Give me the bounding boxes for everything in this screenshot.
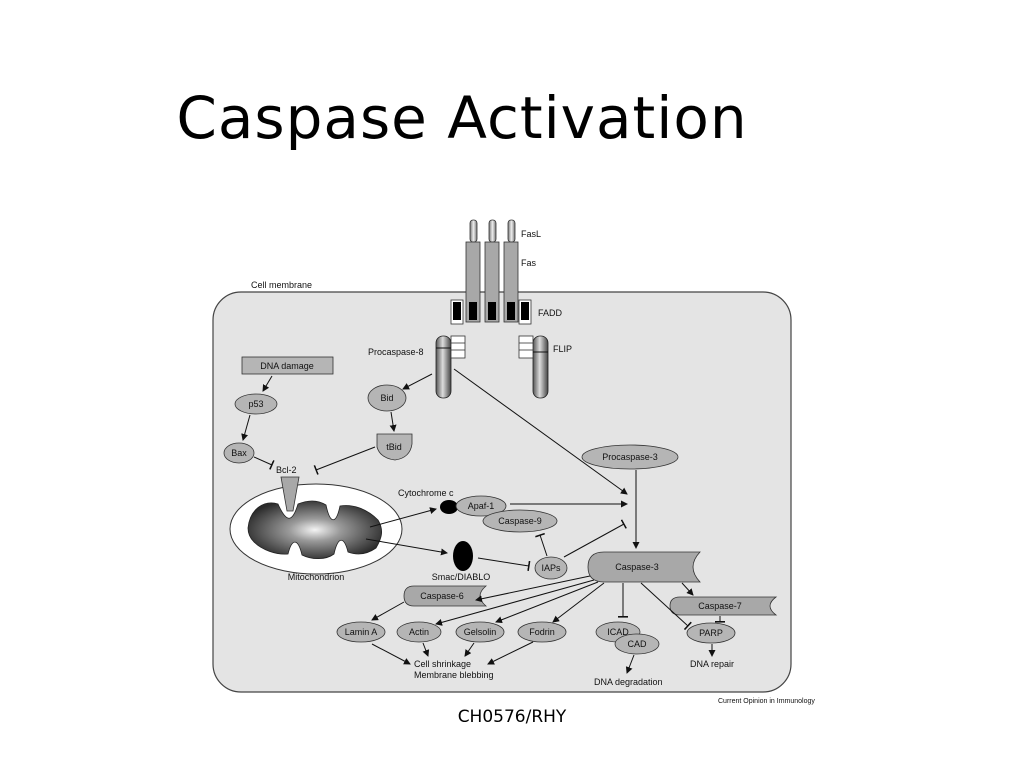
iaps-node [534,556,568,580]
icad-label: ICAD [607,627,629,637]
caspase6-node [403,585,488,607]
actin-node [396,621,442,643]
fodrin-label: Fodrin [529,627,555,637]
dna-repair-label: DNA repair [690,659,734,669]
edge-pc8-bid [402,373,433,390]
bid-label: Bid [380,393,393,403]
fodrin-node [517,621,567,643]
flip-cylinder [518,335,549,399]
actin-label: Actin [409,627,429,637]
edge-dnadamage-p53 [262,375,273,392]
mitochondrion-label: Mitochondrion [288,572,345,582]
edge-gelsolin-shrink [464,642,475,657]
tbid-label: tBid [386,442,402,452]
parp-label: PARP [699,628,723,638]
edge-lamina-shrink [371,643,411,665]
fadd-adaptors [450,299,532,325]
procaspase3-label: Procaspase-3 [602,452,658,462]
fas-receptors [465,241,519,323]
lamin-a-label: Lamin A [345,627,378,637]
cytochrome-c-node [440,500,458,514]
bcl2-label: Bcl-2 [276,465,297,475]
edge-mito-cytc [369,507,437,528]
slide-title: Caspase Activation [176,84,748,152]
apaf1-label: Apaf-1 [468,501,495,511]
flip-label: FLIP [553,344,572,354]
edge-iaps-convergence [563,519,627,558]
edge-bid-tbid [389,411,397,432]
procaspase8-cylinder [435,335,466,399]
edge-actin-shrink [422,642,430,657]
gelsolin-node [455,621,505,643]
edge-iaps-casp9 [535,532,548,557]
parp-node [686,622,736,644]
cytochrome-c-label: Cytochrome c [398,488,454,498]
smac-label: Smac/DIABLO [432,572,491,582]
cell-membrane-label: Cell membrane [251,280,312,290]
edge-bax-bcl2 [253,456,275,470]
caspase9-label: Caspase-9 [498,516,542,526]
tbid-node [376,433,413,461]
dna-damage-label: DNA damage [260,361,314,371]
fasl-ligands [469,219,516,243]
edge-smac-iaps [477,557,531,572]
cad-label: CAD [627,639,647,649]
edge-c3-c6 [475,575,591,603]
edge-fodrin-shrink [487,641,534,665]
shrinkage-label-line1: Cell shrinkage [414,659,471,669]
lamin-a-node [336,621,386,643]
edge-cad-dnadeg [625,654,635,674]
bax-label: Bax [231,448,247,458]
dna-degradation-label: DNA degradation [594,677,663,687]
mitochondrion [229,476,403,575]
iaps-label: IAPs [541,563,561,573]
cad-node [614,633,660,655]
caspase6-label: Caspase-6 [420,591,464,601]
fadd-label: FADD [538,308,563,318]
caspase9-node [482,509,558,533]
fasl-label: FasL [521,229,541,239]
edge-c6-lamina [371,601,405,621]
p53-label: p53 [248,399,263,409]
credit-label: Current Opinion in Immunology [718,698,815,705]
gelsolin-label: Gelsolin [464,627,497,637]
fas-label: Fas [521,258,537,268]
edge-p53-bax [241,414,251,441]
caspase7-label: Caspase-7 [698,601,742,611]
caspase3-label: Caspase-3 [615,562,659,572]
procaspase3-node [581,444,679,470]
smac-node [453,541,473,571]
bax-node [223,442,255,464]
edge-c3-actin [435,579,595,626]
edge-tbid-bcl2 [313,446,376,475]
cell-body [212,291,792,693]
edge-c3-gelsolin [495,581,599,624]
slide-footer: CH0576/RHY [457,707,567,727]
p53-node [234,393,278,415]
pathway-edges [241,368,725,674]
edge-mito-smac [365,538,448,556]
bid-node [367,384,407,412]
apaf1-node [455,495,507,517]
shrinkage-label-line2: Membrane blebbing [414,670,494,680]
procaspase8-label: Procaspase-8 [368,347,424,357]
edge-c3-fodrin [552,582,605,623]
edge-c3-parp [640,582,692,631]
caspase3-node [587,551,701,583]
dna-damage-box [241,356,334,375]
edge-c3-c7 [681,582,694,596]
edge-pc8-pc3 [453,368,628,495]
